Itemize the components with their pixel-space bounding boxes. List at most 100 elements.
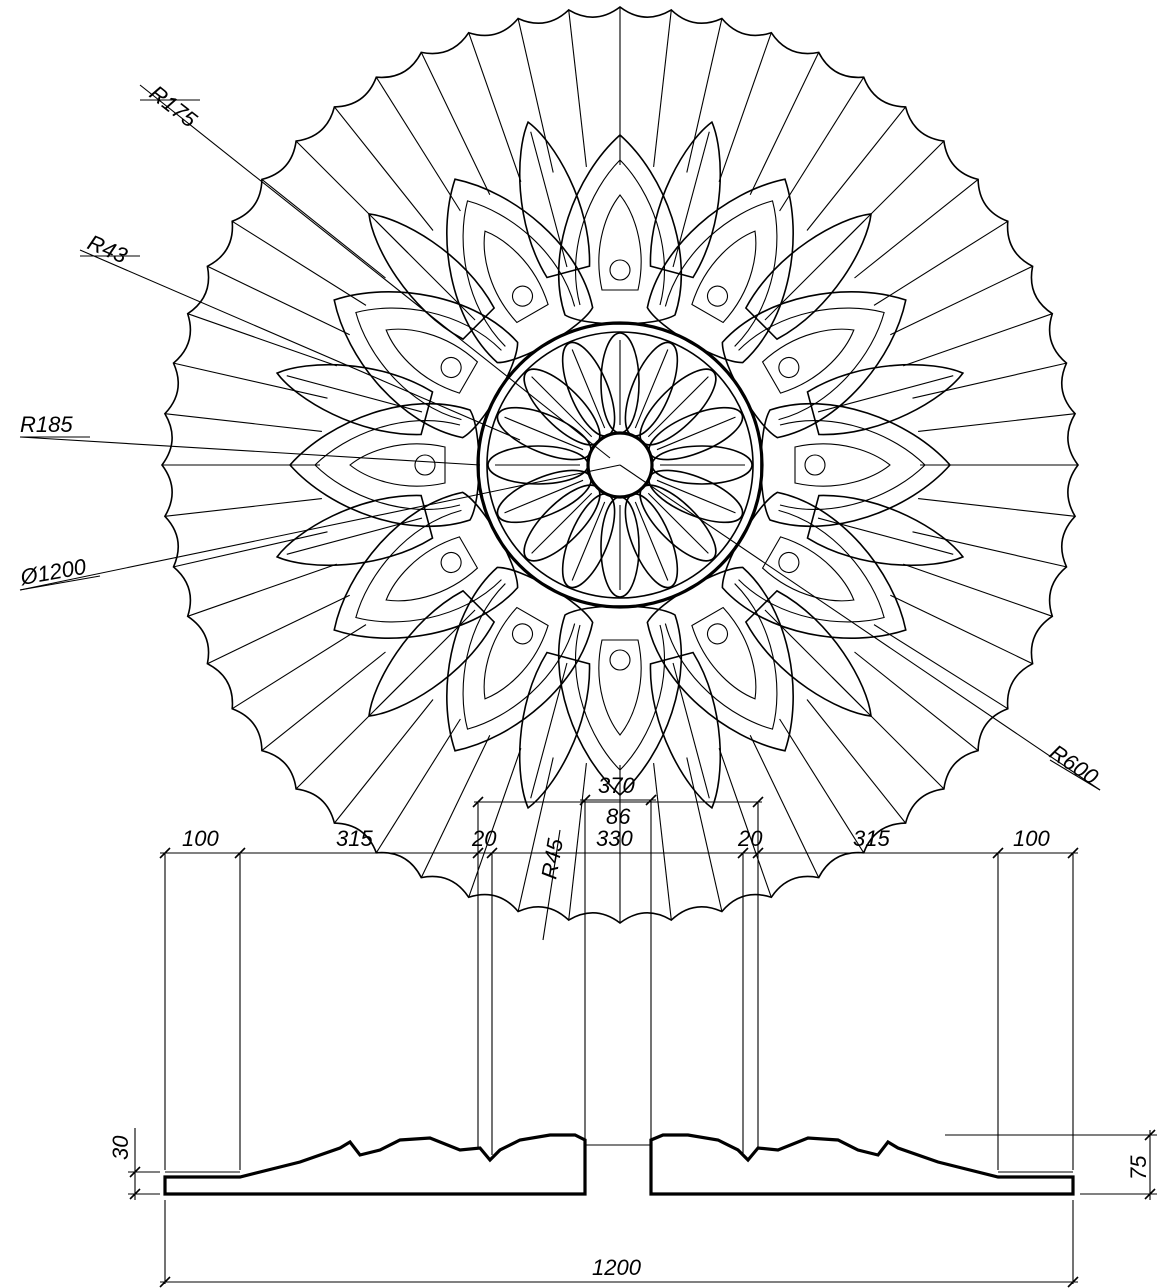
r43-leader bbox=[79, 249, 521, 441]
leaf-eye bbox=[778, 551, 800, 574]
leaf-tip-outline bbox=[518, 651, 591, 810]
dimension-tick bbox=[752, 796, 764, 808]
acanthus-leaf bbox=[333, 291, 519, 439]
flute-line bbox=[918, 413, 1076, 432]
leaf-tip-outline bbox=[744, 213, 872, 341]
radial-flutes bbox=[162, 7, 1078, 923]
section-profile-right bbox=[649, 1133, 1075, 1196]
dimension-tick bbox=[1067, 847, 1079, 859]
leaf-vein bbox=[691, 606, 757, 700]
flute-line bbox=[890, 594, 1033, 665]
dimension-tick bbox=[752, 847, 764, 859]
dimension-tick bbox=[129, 1166, 141, 1178]
leaf-inner-line bbox=[462, 200, 576, 347]
flute-line bbox=[873, 624, 1009, 710]
leaf-tip-midrib bbox=[530, 131, 568, 268]
leaf-vein bbox=[761, 328, 855, 394]
rosette-section-view: 370 100 315 20 330 20 315 100 86 30 75 1… bbox=[108, 773, 1157, 1288]
leaf-tip-outline bbox=[275, 363, 434, 436]
leaf-eye bbox=[511, 285, 534, 307]
flute-line bbox=[207, 265, 350, 336]
petal bbox=[496, 406, 592, 461]
leaf-eye bbox=[414, 454, 436, 476]
acanthus-leaf bbox=[721, 291, 907, 439]
flute-line bbox=[261, 178, 386, 279]
petal-midrib bbox=[571, 349, 606, 429]
r43-label: R43 bbox=[84, 230, 132, 269]
leaf-tip bbox=[518, 120, 591, 279]
acanthus-leaf bbox=[446, 566, 594, 752]
petal-midrib bbox=[634, 349, 669, 429]
d1200-leader bbox=[19, 464, 621, 591]
flute-line bbox=[718, 748, 772, 898]
leaf-inner-line bbox=[664, 200, 778, 347]
leaf-inner-line bbox=[462, 583, 576, 730]
petal-midrib bbox=[571, 501, 606, 581]
petal bbox=[648, 469, 744, 524]
dimension-tick bbox=[159, 1276, 171, 1288]
acanthus-leaf bbox=[646, 178, 794, 364]
leaf-outline bbox=[333, 491, 519, 639]
leaf-vein bbox=[483, 606, 549, 700]
dim-370-label: 370 bbox=[598, 773, 635, 798]
flute-line bbox=[187, 563, 337, 617]
leaf-vein bbox=[761, 536, 855, 602]
flute-line bbox=[517, 18, 554, 173]
r175-leader bbox=[139, 84, 611, 459]
flute-line bbox=[854, 651, 979, 752]
r185-leader bbox=[19, 436, 481, 466]
petal bbox=[561, 493, 616, 589]
leaf-eye bbox=[511, 623, 534, 645]
flute-line bbox=[653, 9, 672, 167]
leaf-eye bbox=[778, 356, 800, 379]
petal-midrib bbox=[504, 416, 584, 451]
leaf-vein bbox=[691, 230, 757, 324]
dimension-tick bbox=[129, 1188, 141, 1200]
leaf-tip-outline bbox=[744, 589, 872, 717]
leaf-tip-outline bbox=[649, 120, 722, 279]
flute-line bbox=[231, 220, 367, 306]
petal-midrib bbox=[656, 479, 736, 514]
flute-line bbox=[912, 362, 1067, 399]
rosette-plan-view: R175 R43 R185 Ø1200 R45 R600 bbox=[18, 5, 1103, 941]
r175-label: R175 bbox=[145, 80, 202, 133]
dimension-tick bbox=[1067, 1276, 1079, 1288]
petal-midrib bbox=[647, 492, 709, 554]
dimension-tick bbox=[1144, 1129, 1156, 1141]
leaf-vein bbox=[385, 328, 479, 394]
petal-midrib bbox=[531, 492, 593, 554]
petal-midrib bbox=[656, 416, 736, 451]
petal bbox=[648, 406, 744, 461]
flute-line bbox=[686, 18, 723, 173]
flute-line bbox=[468, 748, 522, 898]
leaf-outline bbox=[646, 566, 794, 752]
flute-line bbox=[749, 735, 820, 878]
acanthus-leaf bbox=[646, 566, 794, 752]
leaf-tip-outline bbox=[806, 363, 965, 436]
flute-line bbox=[420, 735, 491, 878]
leaf-outline bbox=[721, 291, 907, 439]
dimension-tick bbox=[486, 847, 498, 859]
flute-line bbox=[420, 52, 491, 195]
dimension-tick bbox=[159, 847, 171, 859]
leaf-inner-line bbox=[575, 624, 665, 771]
leaf-inner-line bbox=[779, 420, 926, 510]
flute-line bbox=[854, 178, 979, 279]
flute-line bbox=[806, 699, 907, 824]
acanthus-leaf-ring bbox=[275, 120, 965, 810]
petal-midrib bbox=[647, 376, 709, 438]
flute-line bbox=[749, 52, 820, 195]
leaf-inner-line bbox=[738, 509, 885, 623]
flute-line bbox=[903, 563, 1053, 617]
dim-100-right-label: 100 bbox=[1013, 826, 1050, 851]
leaf-eye bbox=[440, 551, 462, 574]
leaf-tip-outline bbox=[518, 120, 591, 279]
flute-line bbox=[164, 413, 322, 432]
flute-line bbox=[653, 763, 672, 921]
r600-underline bbox=[1049, 759, 1101, 791]
flute-line bbox=[333, 699, 434, 824]
leaf-vein bbox=[598, 639, 642, 736]
dim-75-label: 75 bbox=[1126, 1155, 1151, 1180]
